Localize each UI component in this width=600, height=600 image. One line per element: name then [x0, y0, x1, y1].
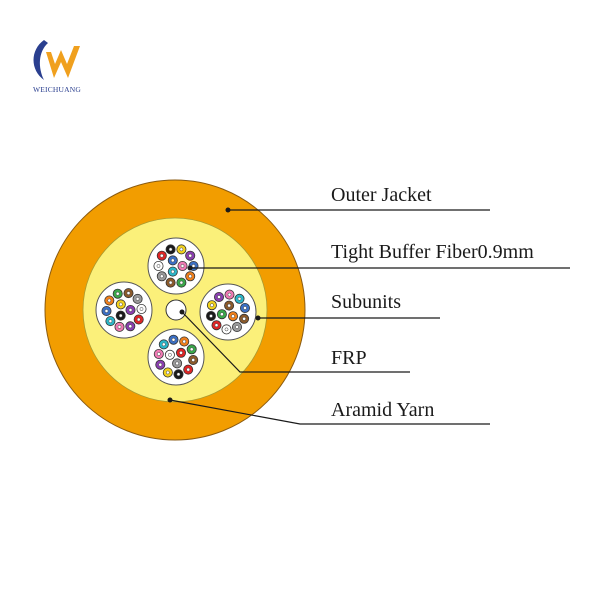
- logo-blue-arc: [33, 40, 48, 80]
- brand-name: WEICHUANG: [33, 85, 81, 94]
- fiber-core: [118, 313, 123, 318]
- leader-lines: [169, 209, 570, 425]
- fiber-core: [104, 309, 109, 313]
- fiber-core: [170, 258, 175, 263]
- label-subunits: Subunits: [331, 291, 401, 313]
- fiber-core: [189, 347, 194, 352]
- fiber-core: [237, 296, 242, 301]
- dot-subunits: [255, 315, 261, 321]
- fiber-core: [170, 269, 175, 274]
- fiber-core: [209, 314, 213, 318]
- anchor-dots: [167, 207, 261, 403]
- fiber-core: [210, 303, 214, 308]
- fiber-core: [224, 327, 229, 332]
- dot-outer-jacket: [225, 207, 231, 213]
- fiber-core: [168, 247, 173, 252]
- label-tight-buffer: Tight Buffer Fiber0.9mm: [331, 241, 534, 263]
- subunits-group: [95, 237, 257, 386]
- fiber-core: [117, 325, 122, 329]
- fiber-core: [188, 274, 193, 279]
- fiber-core: [235, 325, 239, 329]
- fiber-core: [180, 264, 185, 268]
- leader-frp: [181, 311, 410, 373]
- fiber-core: [188, 253, 193, 258]
- logo-w-mark: [46, 46, 80, 78]
- fiber-core: [179, 247, 184, 252]
- fiber-core: [243, 306, 247, 310]
- frp-core: [165, 299, 187, 321]
- fiber-core: [108, 319, 113, 323]
- leader-aramid-yarn: [169, 399, 490, 425]
- fiber-core: [115, 291, 120, 296]
- fiber-core: [118, 302, 123, 307]
- fiber-core: [107, 298, 112, 303]
- fiber-core: [186, 367, 191, 372]
- fiber-core: [220, 312, 224, 317]
- label-outer-jacket: Outer Jacket: [331, 184, 432, 206]
- fiber-core: [126, 291, 131, 295]
- fiber-core: [168, 352, 172, 357]
- fiber-core: [171, 337, 176, 342]
- fiber-core: [175, 361, 179, 366]
- fiber-core: [176, 372, 181, 377]
- fiber-core: [165, 370, 170, 375]
- fiber-core: [182, 339, 187, 344]
- fiber-core: [159, 274, 164, 279]
- fiber-core: [168, 280, 173, 285]
- fiber-core: [231, 314, 235, 319]
- label-aramid-yarn: Aramid Yarn: [331, 399, 434, 421]
- fiber-core: [179, 350, 183, 355]
- dot-aramid-yarn: [167, 397, 173, 403]
- fiber-core: [242, 316, 246, 321]
- fiber-core: [139, 307, 144, 311]
- fiber-core: [135, 297, 140, 301]
- fiber-core: [214, 323, 219, 328]
- fiber-core: [156, 264, 161, 268]
- fiber-core: [158, 362, 163, 367]
- cable: [44, 179, 306, 441]
- fiber-core: [128, 324, 133, 329]
- fiber-core: [191, 358, 196, 362]
- fiber-core: [128, 308, 133, 312]
- fiber-core: [136, 317, 141, 322]
- dot-tight-buffer: [187, 265, 193, 271]
- fiber-core: [156, 352, 161, 356]
- fiber-core: [227, 303, 231, 308]
- dot-frp: [179, 309, 185, 315]
- fiber-core: [191, 264, 196, 268]
- fiber-core: [227, 292, 232, 297]
- label-frp: FRP: [331, 347, 367, 369]
- fiber-core: [179, 280, 184, 285]
- fiber-core: [159, 253, 164, 258]
- fiber-core: [217, 295, 221, 299]
- fiber-core: [161, 342, 166, 347]
- brand-logo: WEICHUANG: [33, 40, 81, 94]
